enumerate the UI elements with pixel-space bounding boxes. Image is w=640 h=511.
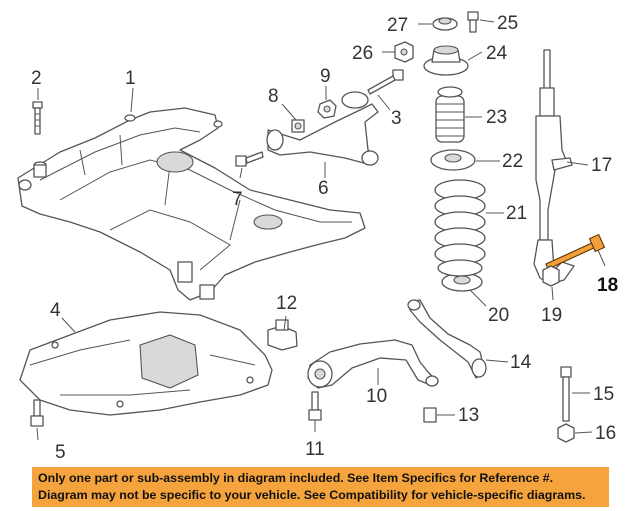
part-bolt-25 [467,11,479,33]
part-coil-spring [434,179,486,277]
callout-17: 17 [591,155,612,176]
part-upper-control-arm [266,91,379,166]
part-bolt-5 [30,399,44,427]
part-dust-boot [435,86,465,143]
part-underbody-shield [19,311,273,416]
callout-9: 9 [320,66,331,87]
part-subframe [17,107,366,301]
part-upper-spring-seat [430,149,476,171]
suspension-parts-diagram: 1 2 3 4 5 6 7 8 9 10 11 12 13 14 15 16 1… [17,11,618,463]
part-tension-strut [407,299,487,379]
callout-5: 5 [55,442,66,463]
callout-13: 13 [458,405,479,426]
callout-20: 20 [488,305,509,326]
callout-6: 6 [318,178,329,199]
callout-25: 25 [497,13,518,34]
callout-11: 11 [305,439,325,460]
callout-7: 7 [232,189,243,210]
callout-1: 1 [125,68,136,89]
callout-14: 14 [510,352,532,373]
part-bolt-18 [545,233,606,270]
callout-15: 15 [593,384,614,405]
callout-2: 2 [31,68,42,89]
part-bolt-2 [32,101,43,135]
part-bolt-11 [308,391,322,421]
callout-numbers: 1 2 3 4 5 6 7 8 9 10 11 12 13 14 15 16 1… [31,13,618,463]
disclaimer-line-1: Only one part or sub-assembly in diagram… [38,471,554,485]
callout-21: 21 [506,203,527,224]
callout-22: 22 [502,151,523,172]
callout-10: 10 [366,386,387,407]
part-shock-absorber [533,49,575,285]
part-bolt-15 [560,366,572,422]
part-bracket-12 [267,319,298,351]
callout-4: 4 [50,300,61,321]
callout-23: 23 [486,107,507,128]
part-nut-9 [317,99,337,119]
disclaimer-line-2: Diagram may not be specific to your vehi… [38,488,586,502]
callout-8: 8 [268,86,279,107]
part-nut-19 [542,265,560,287]
leader-lines [36,19,606,441]
part-lower-control-arm [307,339,439,389]
part-strut-mount [423,45,469,76]
part-cap-27 [432,17,458,31]
part-bolt-3 [367,69,404,95]
callout-18: 18 [597,275,618,296]
part-nut-13 [423,407,437,423]
part-lower-spring-seat [441,272,483,292]
part-bolt-7 [235,151,264,167]
callout-26: 26 [352,43,373,64]
callout-12: 12 [276,293,297,314]
callout-3: 3 [391,108,402,129]
disclaimer-banner: Only one part or sub-assembly in diagram… [32,467,609,507]
callout-16: 16 [595,423,616,444]
part-nut-8 [291,119,305,133]
part-nut-26 [394,41,414,63]
part-nut-16 [557,423,575,443]
callout-24: 24 [486,43,508,64]
callout-19: 19 [541,305,562,326]
callout-27: 27 [387,15,408,36]
